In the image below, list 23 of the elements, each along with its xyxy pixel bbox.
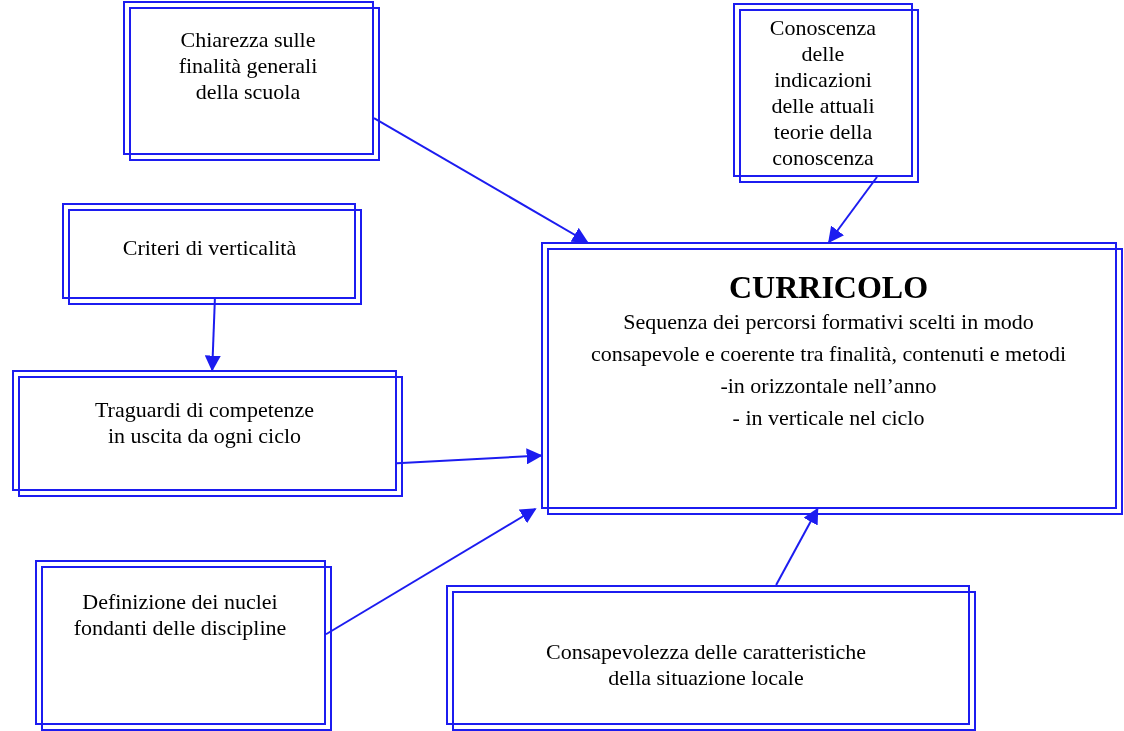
box-text: Criteri di verticalità (122, 235, 297, 261)
box-heading: CURRICOLO (728, 268, 929, 306)
box-text: Sequenza dei percorsi formativi scelti in modo consapevole e coerente tra finalità, contenuti e metodi (589, 308, 1068, 368)
box-text: Conoscenza delle indicazioni delle attuali teorie della conoscenza (768, 15, 878, 171)
box-text: Consapevolezza delle caratteristiche della situazione locale (544, 639, 868, 691)
double-bordered-box (62, 203, 362, 305)
arrow (325, 508, 537, 636)
arrow (775, 507, 819, 586)
box-text: - in verticale nel ciclo (732, 404, 925, 432)
arrow (373, 117, 589, 243)
box-text: Traguardi di competenze in uscita da ogni ciclo (93, 396, 316, 449)
double-bordered-box (123, 1, 380, 161)
arrow (396, 448, 543, 465)
box-text: Chiarezza sulle finalità generali della scuola (177, 27, 319, 105)
double-bordered-box (541, 242, 1123, 515)
arrow (204, 298, 221, 372)
arrow (828, 176, 878, 244)
double-bordered-box (35, 560, 332, 731)
box-text: -in orizzontale nell’anno (720, 372, 937, 400)
double-bordered-box (446, 585, 976, 731)
double-bordered-box (12, 370, 403, 497)
box-text: Definizione dei nuclei fondanti delle discipline (72, 589, 288, 641)
double-bordered-box (733, 3, 919, 183)
